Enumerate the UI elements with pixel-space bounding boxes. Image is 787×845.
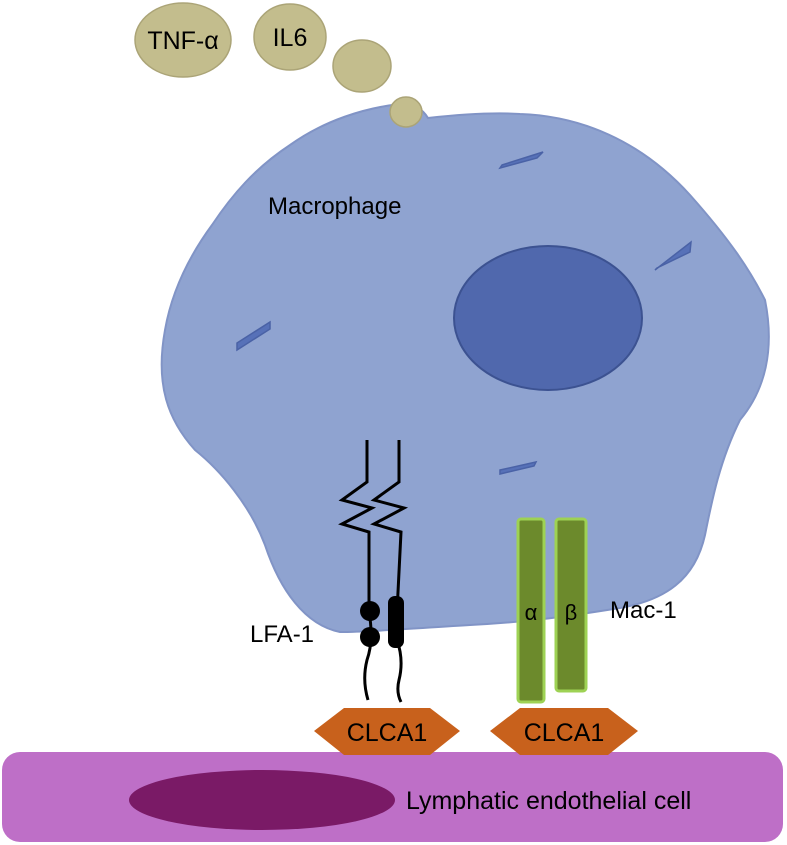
lymphatic-endothelial-cell: Lymphatic endothelial cell bbox=[2, 752, 783, 842]
clca1-left-shape bbox=[314, 708, 460, 755]
cytokine-vesicle-small bbox=[389, 96, 423, 128]
tnf-alpha-bubble bbox=[134, 2, 232, 78]
organelle-2 bbox=[654, 240, 692, 271]
macrophage-nucleus bbox=[453, 245, 643, 391]
endothelial-nucleus bbox=[129, 770, 395, 830]
mac1-beta-subunit bbox=[554, 517, 588, 693]
clca1-left-label: CLCA1 bbox=[347, 719, 428, 747]
organelle-3 bbox=[236, 320, 271, 352]
lfa1-domain-lower bbox=[360, 627, 380, 647]
macrophage-cell: Macrophage bbox=[160, 102, 770, 634]
lfa1-beta-domain bbox=[388, 596, 404, 648]
il6-label: IL6 bbox=[273, 24, 308, 52]
cytokines: TNF-α IL6 bbox=[134, 2, 423, 128]
lfa1-domain-upper bbox=[360, 601, 380, 621]
lfa1-label: LFA-1 bbox=[250, 621, 314, 648]
clca1-right-label: CLCA1 bbox=[524, 719, 605, 747]
mac1-beta-label: β bbox=[565, 600, 578, 625]
clca1-right-shape bbox=[490, 708, 638, 755]
macrophage-label: Macrophage bbox=[268, 193, 401, 220]
il6-bubble bbox=[253, 3, 327, 71]
organelle-1 bbox=[498, 151, 544, 170]
mac1-label: Mac-1 bbox=[610, 597, 677, 624]
tnf-alpha-label: TNF-α bbox=[147, 27, 218, 55]
clca1-right: CLCA1 bbox=[490, 708, 638, 755]
mac1-alpha-label: α bbox=[525, 600, 538, 625]
mac1-alpha-subunit bbox=[516, 517, 546, 704]
endothelial-cell-label: Lymphatic endothelial cell bbox=[406, 787, 691, 815]
organelle-4 bbox=[499, 460, 538, 475]
clca1-left: CLCA1 bbox=[314, 708, 460, 755]
lfa1-alpha-chain bbox=[338, 440, 377, 701]
cytokine-vesicle-large bbox=[332, 39, 392, 93]
mac1-integrin: α β bbox=[516, 517, 588, 704]
macrophage-membrane bbox=[160, 102, 770, 634]
lfa1-integrin bbox=[338, 440, 409, 703]
lfa1-beta-chain bbox=[370, 440, 409, 703]
